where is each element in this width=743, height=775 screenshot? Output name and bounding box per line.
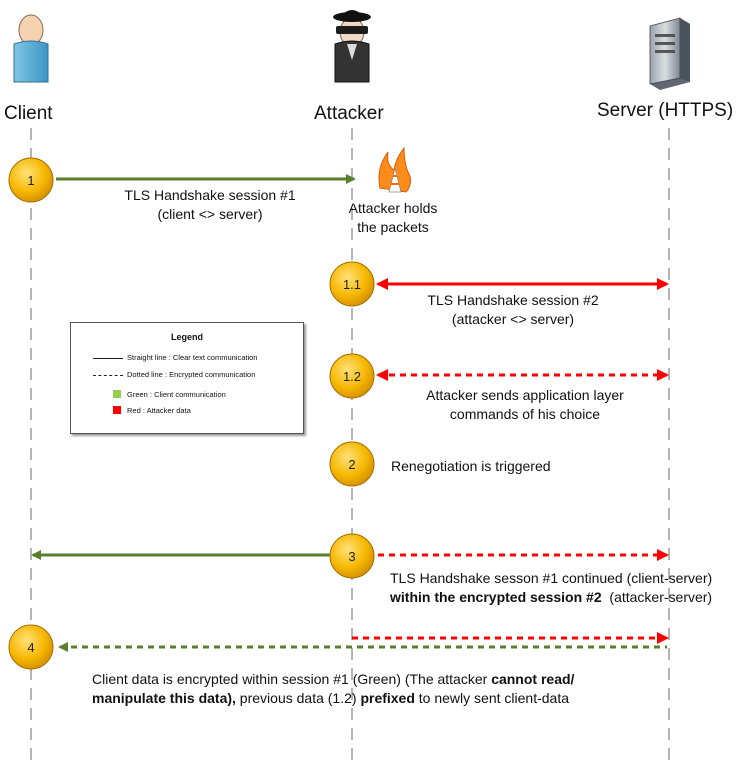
step-2-label: 2 bbox=[348, 457, 355, 472]
msg-3-line2-bold: within the encrypted session #2 bbox=[390, 589, 602, 605]
msg-3-line1: TLS Handshake sesson #1 continued (clien… bbox=[390, 570, 713, 586]
msg-4-line1: Client data is encrypted within session … bbox=[92, 670, 574, 689]
msg-1-1-line2: (attacker <> server) bbox=[451, 311, 575, 327]
step-1-2-label: 1.2 bbox=[343, 369, 361, 384]
legend-dotted: Dotted line : Encrypted communication bbox=[127, 370, 256, 379]
msg-4-text: Client data is encrypted within session … bbox=[92, 670, 574, 708]
hold-text: Attacker holds the packets bbox=[338, 199, 448, 237]
msg-1-1-line1: TLS Handshake session #2 bbox=[427, 292, 599, 308]
step-1-1-label: 1.1 bbox=[343, 277, 361, 292]
step-4-label: 4 bbox=[27, 640, 34, 655]
msg-1-2-line2: commands of his choice bbox=[449, 406, 601, 422]
legend-box: Legend Straight line : Clear text commun… bbox=[70, 322, 304, 434]
msg-1-line2: (client <> server) bbox=[157, 206, 263, 222]
msg-3-text: TLS Handshake sesson #1 continued (clien… bbox=[390, 569, 712, 607]
msg-1-2-line1: Attacker sends application layer bbox=[426, 387, 624, 403]
user-icon bbox=[13, 14, 49, 83]
step-1-2-marker: 1.2 bbox=[329, 353, 375, 399]
msg-1-1-text: TLS Handshake session #2 (attacker <> se… bbox=[418, 291, 608, 329]
client-label: Client bbox=[4, 103, 53, 124]
legend-title: Legend bbox=[170, 332, 203, 342]
step-1-marker: 1 bbox=[8, 157, 54, 203]
legend-red-swatch bbox=[113, 406, 121, 414]
step-1-1-marker: 1.1 bbox=[329, 261, 375, 307]
msg-4-part-b: cannot read/ bbox=[491, 671, 575, 687]
msg-4-part-d: previous data (1.2) bbox=[235, 690, 361, 706]
step-3-label: 3 bbox=[348, 549, 355, 564]
msg-4-part-a: Client data is encrypted within session … bbox=[92, 671, 492, 687]
step-3-marker: 3 bbox=[329, 533, 375, 579]
legend-dotted-line bbox=[93, 375, 123, 376]
msg-1-text: TLS Handshake session #1 (client <> serv… bbox=[110, 186, 310, 224]
msg-1-2-text: Attacker sends application layer command… bbox=[405, 386, 645, 424]
hold-line1: Attacker holds bbox=[348, 200, 438, 216]
flame-cone-icon bbox=[378, 146, 411, 193]
legend-solid-line bbox=[93, 358, 123, 359]
msg-2-text: Renegotiation is triggered bbox=[391, 458, 551, 474]
legend-green-swatch bbox=[113, 390, 121, 398]
msg-3-line2-rest: (attacker-server) bbox=[601, 589, 713, 605]
spy-user-icon bbox=[333, 10, 371, 83]
legend-red: Red : Attacker data bbox=[127, 406, 191, 415]
step-4-marker: 4 bbox=[8, 624, 54, 670]
msg-1-line1: TLS Handshake session #1 bbox=[124, 187, 296, 203]
hold-line2: the packets bbox=[357, 219, 429, 235]
server-tower-icon bbox=[649, 17, 690, 90]
step-2-marker: 2 bbox=[329, 441, 375, 487]
msg-4-part-e: prefixed bbox=[360, 690, 415, 706]
legend-green: Green : Client communication bbox=[127, 390, 226, 399]
msg-4-part-c: manipulate this data), bbox=[92, 690, 236, 706]
attacker-label: Attacker bbox=[314, 103, 384, 124]
legend-straight: Straight line : Clear text communication bbox=[127, 353, 258, 362]
step-1-label: 1 bbox=[27, 173, 34, 188]
msg-3-line2: within the encrypted session #2 (attacke… bbox=[390, 588, 712, 607]
server-label: Server (HTTPS) bbox=[597, 100, 734, 121]
msg-4-part-f: to newly sent client-data bbox=[414, 690, 569, 706]
msg-4-line2: manipulate this data), previous data (1.… bbox=[92, 689, 574, 708]
